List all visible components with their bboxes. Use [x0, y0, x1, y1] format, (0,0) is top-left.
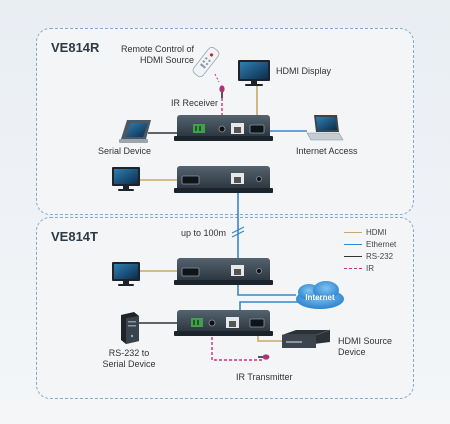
- legend-label-rs232: RS-232: [366, 252, 394, 261]
- hdmi-display-label: HDMI Display: [276, 66, 332, 76]
- ir-signal-icon: [214, 73, 220, 83]
- ir-receiver-icon: [219, 85, 225, 98]
- legend-swatch-ethernet: [344, 244, 362, 245]
- internet-access-label: Internet Access: [296, 146, 358, 156]
- serial-device-icon: [119, 120, 151, 143]
- transmitter-unit-front: [174, 258, 273, 285]
- ethernet-cable-transmitter: [237, 282, 296, 296]
- ir-transmitter-icon: [258, 354, 270, 360]
- ir-receiver-label: IR Receiver: [171, 98, 219, 108]
- internet-cloud-label: Internet: [305, 293, 335, 302]
- ir-cable-transmitter: [211, 332, 262, 361]
- transmitter-unit-back: [174, 310, 273, 336]
- laptop-icon: [306, 115, 344, 141]
- receiver-section-title: VE814R: [51, 40, 100, 55]
- receiver-unit-back: [174, 115, 273, 141]
- legend-item-ethernet: Ethernet: [344, 239, 410, 250]
- serial-device-label: Serial Device: [98, 146, 152, 156]
- serial-tower-icon: [121, 312, 139, 344]
- legend-item-ir: IR: [344, 263, 410, 274]
- receiver-unit-front: [174, 166, 273, 193]
- hdmi-source-device-icon: [282, 329, 331, 348]
- legend-label-ethernet: Ethernet: [366, 240, 397, 249]
- cable-legend: HDMI Ethernet RS-232 IR: [344, 227, 410, 275]
- monitor-icon-1: [112, 167, 140, 191]
- legend-swatch-rs232: [344, 256, 362, 257]
- legend-item-rs232: RS-232: [344, 251, 410, 262]
- remote-control-icon: [192, 46, 220, 78]
- ethernet-cable-internet-2: [239, 301, 300, 312]
- remote-control-label: Remote Control of HDMI Source: [120, 44, 194, 65]
- hdmi-display-icon: [238, 60, 270, 86]
- cable-break-marks: [231, 226, 245, 238]
- rs232-serial-device-label: RS-232 to Serial Device: [102, 348, 156, 369]
- internet-cloud-icon: [296, 281, 344, 309]
- transmitter-section-title: VE814T: [51, 229, 98, 244]
- legend-label-ir: IR: [366, 264, 374, 273]
- monitor-icon-2: [112, 262, 140, 286]
- ir-transmitter-label: IR Transmitter: [236, 372, 293, 382]
- legend-label-hdmi: HDMI: [366, 228, 387, 237]
- legend-swatch-hdmi: [344, 232, 362, 233]
- legend-swatch-ir: [344, 268, 362, 269]
- hdmi-source-device-label: HDMI Source Device: [338, 336, 393, 357]
- legend-item-hdmi: HDMI: [344, 227, 410, 238]
- distance-label: up to 100m: [181, 228, 227, 238]
- transmitter-section: [36, 217, 414, 399]
